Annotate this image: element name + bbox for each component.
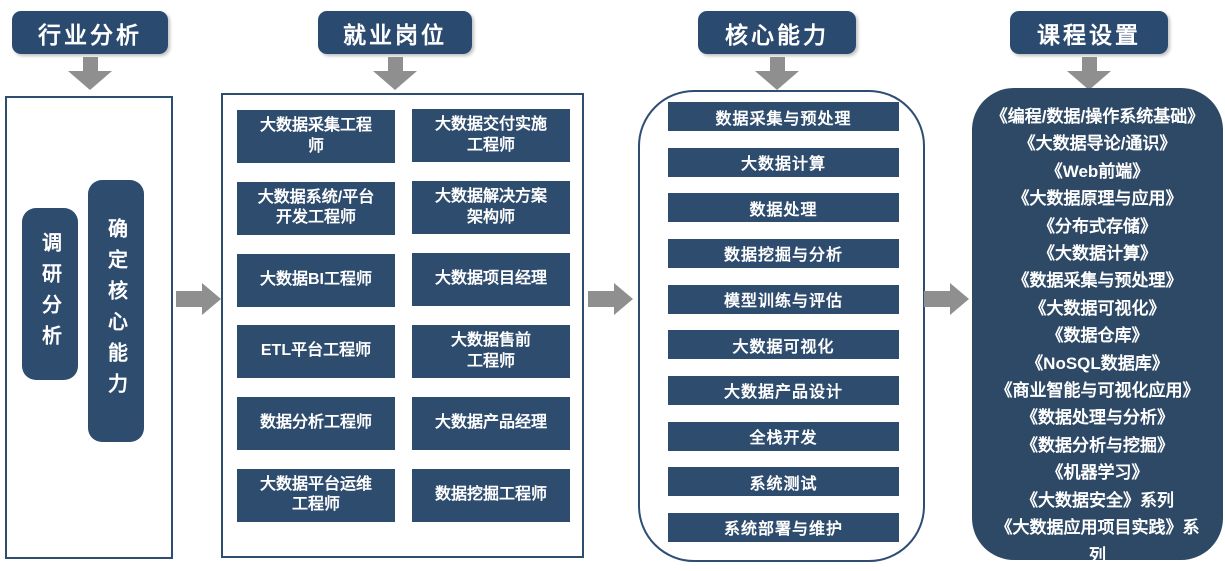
job-box: 大数据售前 工程师 [412,325,570,378]
down-arrow-4-icon [1067,57,1111,90]
stage1-box: 调研分析 确定核心能力 [5,96,173,559]
arrow-head [755,71,799,90]
job-box: 大数据平台运维 工程师 [237,468,395,522]
arrow-head [373,71,417,90]
capability-bar: 数据处理 [668,193,899,223]
arrow-head [614,283,633,315]
course-line: 《大数据安全》系列 [1021,490,1174,510]
capability-bar: 大数据产品设计 [668,375,899,405]
job-box: 大数据解决方案 架构师 [412,181,570,234]
capability-bar: 数据采集与预处理 [668,102,899,131]
course-line: 《数据分析与挖掘》 [1021,435,1174,455]
course-line: 《大数据可视化》 [1029,298,1166,318]
capability-bar: 大数据可视化 [668,330,899,360]
arrow-stem [1081,57,1097,71]
course-line: 《数据处理与分析》 [1021,408,1174,428]
arrow-stem [387,57,403,71]
capability-bar: 系统部署与维护 [668,512,899,542]
stage1-item-core-ability: 确定核心能力 [88,180,144,442]
down-arrow-3-icon [755,57,799,90]
job-box: 数据挖掘工程师 [412,469,570,522]
capability-bar: 数据挖掘与分析 [668,238,899,268]
capability-bar: 模型训练与评估 [668,284,899,314]
course-line: 《编程/数据/操作系统基础》 [990,107,1205,126]
job-box: ETL平台工程师 [237,325,395,379]
down-arrow-2-icon [373,57,417,90]
job-box: 大数据项目经理 [412,253,570,306]
job-box: 大数据交付实施 工程师 [412,109,570,162]
capability-bar: 全栈开发 [668,421,899,451]
stage2-header: 就业岗位 [318,11,472,54]
job-box: 大数据BI工程师 [237,253,395,307]
capability-bar: 大数据计算 [668,147,899,177]
stage4-header: 课程设置 [1010,11,1168,54]
job-box: 大数据产品经理 [412,397,570,450]
jobs-column-left: 大数据采集工程 师大数据系统/平台 开发工程师大数据BI工程师 ETL平台工程师数… [237,110,395,522]
job-box: 大数据采集工程 师 [237,110,395,163]
arrow-stem [82,57,98,71]
course-line: 《机器学习》 [1046,463,1149,483]
flow-arrow-1-icon [176,283,221,315]
jobs-column-right: 大数据交付实施 工程师大数据解决方案 架构师大数据项目经理大数据售前 工程师大数… [412,109,570,522]
flow-arrow-3-icon [924,283,969,315]
stage3-box: 数据采集与预处理大数据计算数据处理数据挖掘与分析模型训练与评估大数据可视化大数据… [638,90,925,562]
stage1-header: 行业分析 [12,11,168,54]
arrow-stem [769,57,785,71]
course-line: 《大数据导论/通识》 [1018,134,1177,154]
job-box: 大数据系统/平台 开发工程师 [237,181,395,235]
arrow-head [950,283,969,315]
course-line: 《Web前端》 [1045,161,1150,181]
capability-list: 数据采集与预处理大数据计算数据处理数据挖掘与分析模型训练与评估大数据可视化大数据… [668,102,899,542]
arrow-head [1067,71,1111,90]
arrow-stem [924,291,950,307]
capability-bar: 系统测试 [668,467,899,497]
job-box: 数据分析工程师 [237,397,395,451]
down-arrow-1-icon [68,57,112,90]
arrow-stem [176,291,202,307]
course-line: 《分布式存储》 [1038,216,1157,236]
arrow-stem [588,291,614,307]
stage3-header: 核心能力 [698,11,856,54]
arrow-head [68,71,112,90]
stage1-item-research: 调研分析 [22,208,78,380]
flow-arrow-2-icon [588,283,633,315]
course-line: 《大数据原理与应用》 [1012,189,1183,209]
course-line: 《大数据应用项目实践》系 列 [995,518,1200,565]
course-line: 《商业智能与可视化应用》 [995,381,1200,401]
course-line: 《大数据计算》 [1038,244,1157,264]
course-line: 《NoSQL数据库》 [1026,353,1169,373]
course-line: 《数据仓库》 [1046,326,1149,346]
course-line: 《数据采集与预处理》 [1012,271,1183,291]
stage4-course-box: 《编程/数据/操作系统基础》《大数据导论/通识》《Web前端》《大数据原理与应用… [972,88,1223,565]
arrow-head [202,283,221,315]
